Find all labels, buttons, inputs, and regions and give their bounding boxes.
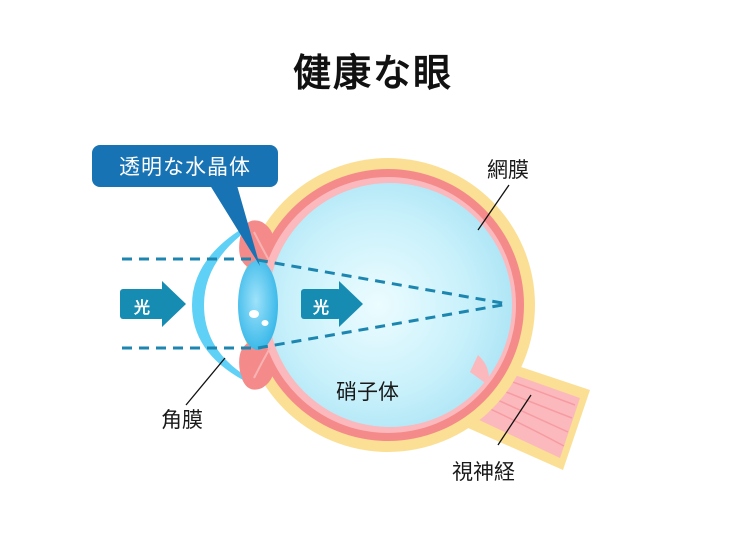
light-arrow-outside — [120, 281, 186, 327]
diagram-title: 健康な眼 — [292, 51, 453, 95]
callout-pointer — [208, 182, 260, 266]
ciliary-body-bottom — [239, 342, 274, 390]
light-arrow-label: 光 — [134, 298, 151, 317]
light-arrow-label: 光 — [313, 298, 330, 317]
light-rays — [122, 257, 509, 350]
crystalline-lens — [238, 260, 278, 350]
cornea-label: 角膜 — [161, 408, 203, 432]
light-arrow-inside — [301, 281, 363, 327]
lens-callout: 透明な水晶体 — [92, 145, 278, 187]
vitreous-body — [268, 183, 512, 427]
retina-label: 網膜 — [487, 158, 529, 182]
optic-nerve-label: 視神経 — [452, 460, 515, 484]
leader-lines — [185, 184, 532, 446]
vitreous-label: 硝子体 — [336, 380, 399, 404]
cornea — [192, 228, 243, 380]
